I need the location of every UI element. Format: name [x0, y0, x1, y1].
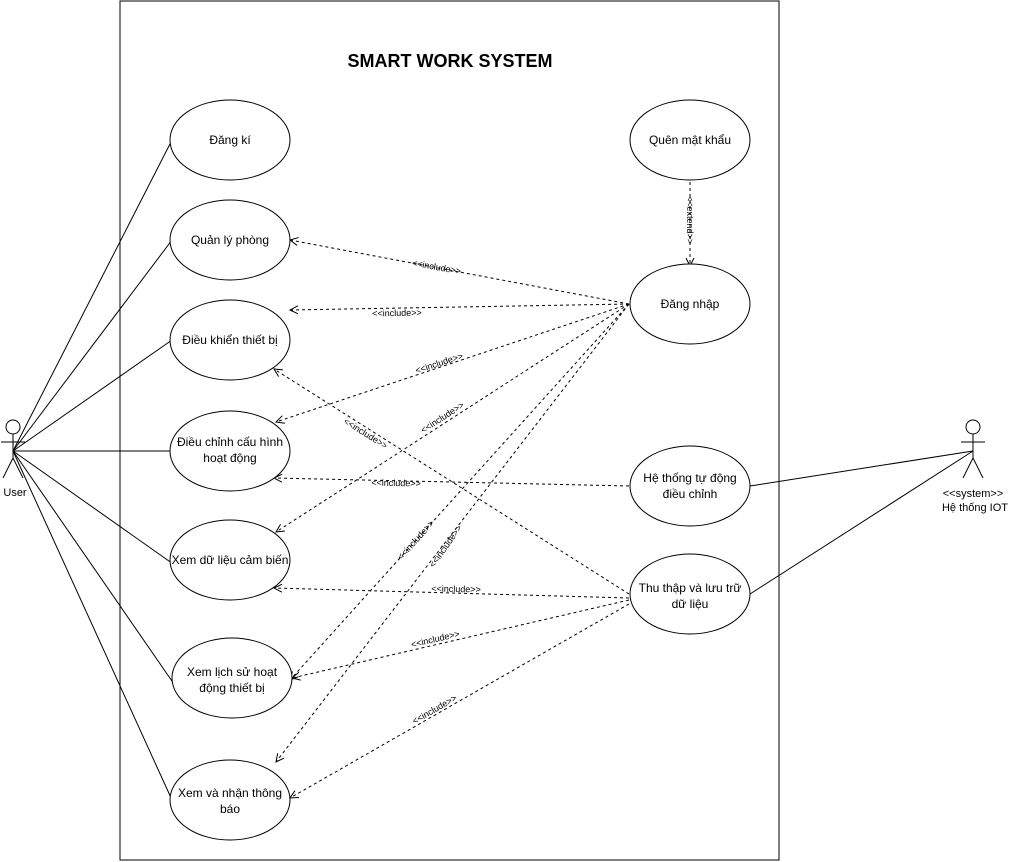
actor-user[interactable] — [1, 419, 25, 479]
actor-iot-stereotype: <<system>> — [943, 488, 1004, 500]
usecase-label: Quản lý phòng — [191, 233, 269, 247]
usecase-label: động thiết bị — [199, 681, 264, 695]
include-line-xemthongbao-dangnhap — [276, 303, 630, 762]
assoc-user-xemthongbao — [12, 450, 173, 801]
usecase-label: hoạt động — [203, 451, 256, 465]
usecase-label: dữ liệu — [672, 597, 709, 611]
usecase-label: báo — [220, 802, 240, 816]
include-label: <<include>> — [372, 308, 422, 319]
usecase-dang-nhap[interactable] — [629, 263, 751, 345]
include-label: <<include>> — [371, 478, 421, 489]
include-line-xemdulieu-thuthap — [274, 588, 630, 599]
assoc-user-xemdulieu — [12, 450, 177, 567]
actor-iot-label: Hệ thống IOT — [942, 502, 1008, 514]
usecase-label: Xem dữ liệu cảm biến — [172, 553, 289, 567]
usecase-quan-ly-phong[interactable] — [169, 199, 291, 281]
usecase-he-thong-tu-dong[interactable] — [629, 445, 751, 527]
usecase-xem-lich-su[interactable] — [171, 637, 293, 719]
usecase-label: Xem lịch sử hoạt — [187, 665, 278, 679]
actor-head-icon — [5, 419, 21, 435]
assoc-user-quanly — [12, 239, 173, 452]
include-line-dieuchinh — [276, 303, 630, 422]
actor-iot[interactable] — [961, 419, 985, 479]
assoc-user-dangki — [12, 139, 173, 452]
include-line-xemlichsu-thuthap — [292, 599, 630, 678]
usecase-thu-thap-luu-tru[interactable] — [629, 553, 751, 635]
include-label: <<include>> — [431, 584, 481, 595]
usecase-label: Hệ thống tự động — [643, 471, 736, 485]
include-line-dieukhien-thuthap — [274, 369, 630, 595]
include-line-dieukhien — [290, 303, 630, 310]
usecase-label: Đăng kí — [209, 133, 251, 147]
actor-head-icon — [965, 419, 981, 435]
associations — [12, 139, 974, 801]
usecase-label: Đăng nhập — [661, 297, 720, 311]
usecase-dieu-chinh-cau-hinh[interactable] — [169, 410, 291, 492]
usecase-dieu-khien-thiet-bi[interactable] — [169, 299, 291, 381]
include-line-xemthongbao-thuthap — [290, 603, 630, 798]
usecase-label: Điều khiển thiết bị — [182, 333, 277, 347]
assoc-iot-hethongtd — [749, 450, 974, 487]
usecase-dang-ki[interactable] — [169, 99, 291, 181]
actor-user-label: User — [3, 487, 27, 499]
include-line-xemlichsu-dangnhap — [290, 303, 630, 680]
usecase-label: Thu thập và lưu trữ — [639, 581, 742, 595]
usecase-label: Xem và nhận thông — [178, 786, 282, 800]
assoc-user-dieukhien — [12, 339, 173, 452]
usecase-xem-du-lieu-cam-bien[interactable] — [169, 519, 291, 601]
usecase-label: điều chỉnh — [663, 487, 718, 501]
system-title: SMART WORK SYSTEM — [348, 51, 553, 71]
usecase-xem-thong-bao[interactable] — [169, 759, 291, 841]
usecase-label: Điều chỉnh cấu hình — [177, 435, 283, 449]
use-cases — [169, 99, 751, 841]
include-line-hethongtd — [274, 478, 630, 487]
usecase-label: Quên mật khẩu — [649, 133, 731, 147]
usecase-quen-mat-khau[interactable] — [629, 99, 751, 181]
dependencies — [274, 182, 690, 798]
use-case-labels: Đăng kí Quản lý phòng Điều khiển thiết b… — [172, 133, 742, 816]
assoc-user-xemlichsu — [12, 450, 175, 685]
assoc-iot-thuthap — [749, 450, 974, 595]
extend-label: <<extend>> — [685, 196, 695, 244]
include-line-xemdulieu — [276, 303, 630, 532]
